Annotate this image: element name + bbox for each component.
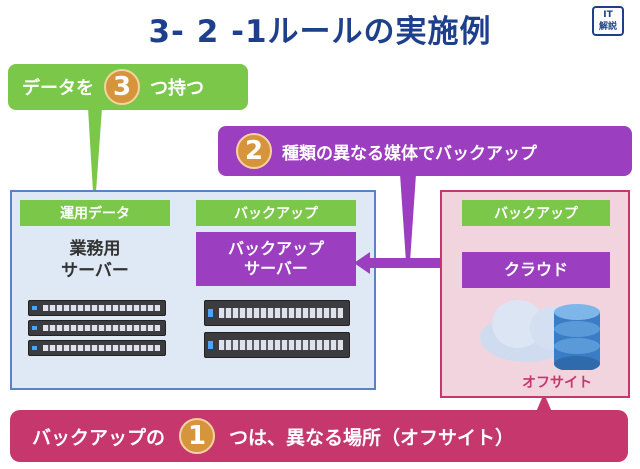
magenta-pointer xyxy=(536,398,552,412)
backup-server-label: バックアップ サーバー xyxy=(196,232,356,286)
backup-server-line1: バックアップ xyxy=(227,239,324,258)
green-pointer xyxy=(88,108,102,192)
double-arrow xyxy=(354,252,460,274)
three-copies-after: つ持つ xyxy=(150,78,204,99)
three-copies-pill: データを 3 つ持つ xyxy=(8,64,248,110)
offsite-backup-label: バックアップ xyxy=(462,200,610,226)
backup-server-line2: サーバー xyxy=(244,259,308,278)
business-server-line2: サーバー xyxy=(61,261,129,281)
two-media-pill: 2 種類の異なる媒体でバックアップ xyxy=(218,126,632,176)
business-server-unit-1 xyxy=(28,300,166,316)
business-server-unit-3 xyxy=(28,340,166,356)
backup-server-unit-1 xyxy=(204,300,350,326)
one-offsite-before: バックアップの xyxy=(32,426,166,449)
business-server-line1: 業務用 xyxy=(69,239,121,259)
page-title: 3- 2 -1ルールの実施例 xyxy=(148,14,492,50)
number-three-badge: 3 xyxy=(104,69,140,105)
it-explainer-badge: IT 解説 xyxy=(592,6,624,36)
badge-line1: IT xyxy=(603,10,613,20)
purple-pointer xyxy=(400,174,416,262)
badge-line2: 解説 xyxy=(598,22,617,32)
one-offsite-after: つは、異なる場所（オフサイト） xyxy=(229,426,515,449)
cloud-label: クラウド xyxy=(462,252,610,288)
business-server-unit-2 xyxy=(28,320,166,336)
operational-data-label: 運用データ xyxy=(20,200,170,226)
one-offsite-pill: バックアップの 1 つは、異なる場所（オフサイト） xyxy=(10,410,628,462)
local-backup-label: バックアップ xyxy=(196,200,356,226)
number-two-badge: 2 xyxy=(236,133,272,169)
offsite-location-label: オフサイト xyxy=(522,375,592,391)
number-one-badge: 1 xyxy=(179,418,216,454)
three-copies-before: データを xyxy=(22,78,94,99)
business-server-label: 業務用 サーバー xyxy=(20,238,170,282)
backup-server-unit-2 xyxy=(204,332,350,358)
two-media-text: 種類の異なる媒体でバックアップ xyxy=(282,143,537,164)
cloud-storage-icon xyxy=(480,300,600,370)
